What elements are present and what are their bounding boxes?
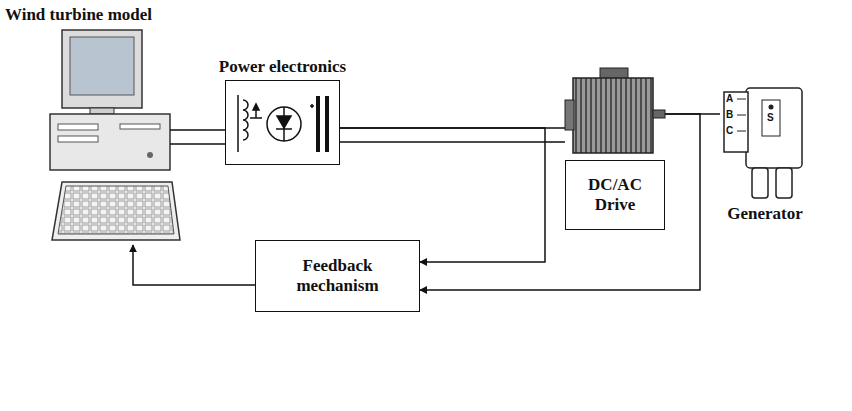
pe-node: Power electronics xyxy=(225,80,340,165)
power-electronics-symbols xyxy=(238,95,327,152)
drive-node: DC/AC Drive xyxy=(565,65,665,230)
wire xyxy=(170,130,225,144)
node-heading: Feedback mechanism xyxy=(286,256,389,295)
computer-illustration xyxy=(50,30,180,240)
computer-node: Wind turbine model xyxy=(45,28,170,245)
terminal-label: C xyxy=(726,126,733,136)
wire xyxy=(340,128,565,142)
signal-arrow xyxy=(420,114,700,290)
terminal-label: A xyxy=(726,94,733,104)
node-heading: DC/AC Drive xyxy=(578,175,652,214)
terminal-label: B xyxy=(726,110,733,120)
pole-label: S xyxy=(767,113,774,123)
node-heading: Wind turbine model xyxy=(5,5,152,25)
node-heading: Power electronics xyxy=(219,57,346,77)
process-box: Feedback mechanism xyxy=(255,240,420,312)
generator-illustration xyxy=(724,88,802,198)
gen-node: Generator xyxy=(720,82,810,224)
signal-arrow xyxy=(133,245,255,285)
drive-box: DC/AC Drive xyxy=(565,160,665,230)
motor-illustration xyxy=(565,68,665,153)
node-heading: Generator xyxy=(727,204,803,224)
